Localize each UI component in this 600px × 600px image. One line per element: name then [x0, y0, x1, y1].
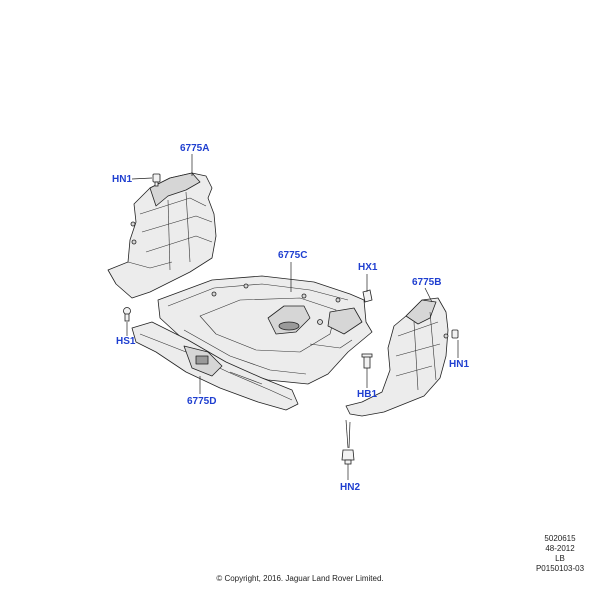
- fastener-hb1: [361, 353, 373, 369]
- variant-code: LB: [555, 554, 565, 563]
- callout-6775D[interactable]: 6775D: [187, 396, 217, 407]
- date-code: 48-2012: [545, 544, 575, 553]
- fastener-hx1: [362, 289, 373, 303]
- splash-shield-right-6775B: [345, 297, 449, 417]
- callout-6775C[interactable]: 6775C: [278, 250, 308, 261]
- callout-6775B[interactable]: 6775B: [412, 277, 442, 288]
- copyright-notice: © Copyright, 2016. Jaguar Land Rover Lim…: [216, 574, 384, 583]
- callout-hn1-right[interactable]: HN1: [449, 359, 470, 370]
- illustration-id: P0150103-03: [535, 564, 585, 573]
- callout-hb1[interactable]: HB1: [357, 389, 378, 400]
- fastener-hn1-left: [152, 173, 161, 187]
- callout-hs1[interactable]: HS1: [116, 336, 136, 347]
- callout-hn2[interactable]: HN2: [340, 482, 361, 493]
- callout-hx1[interactable]: HX1: [358, 262, 378, 273]
- fastener-hn1-right: [451, 329, 459, 339]
- front-deflector-6775D: [131, 321, 299, 411]
- fastener-hs1: [123, 307, 131, 322]
- reference-number: 5020615: [544, 534, 576, 543]
- splash-shield-left-6775A: [107, 172, 217, 299]
- leader-lines: [126, 154, 459, 480]
- fastener-hn2: [341, 449, 355, 465]
- callout-hn1-left[interactable]: HN1: [112, 174, 133, 185]
- callout-6775A[interactable]: 6775A: [180, 143, 210, 154]
